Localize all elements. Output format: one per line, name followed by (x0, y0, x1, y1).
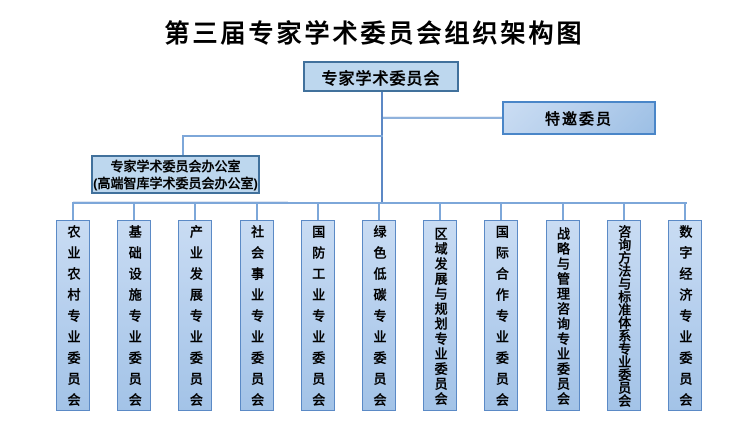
connector-bus (73, 202, 687, 204)
connector-drop (377, 202, 380, 220)
committee-column: 国防工业专业委员会 (300, 202, 335, 414)
node-label: 数字经济专业委员会 (677, 225, 693, 414)
node-label: 国防工业专业委员会 (310, 225, 326, 414)
node-expert-academic-committee: 专家学术委员会 (303, 61, 459, 92)
chart-title: 第三届专家学术委员会组织架构图 (164, 20, 585, 48)
node-committee-industry-development: 产业发展专业委员会 (178, 220, 213, 414)
node-label: 特邀委员 (544, 110, 613, 128)
office-label-line2: (高端智库学术委员会办公室) (93, 175, 258, 191)
connector-drop (316, 202, 319, 220)
connector-drop (133, 202, 136, 220)
connector-branch-special (383, 116, 502, 119)
connector-trunk (381, 92, 383, 203)
node-committee-office: 专家学术委员会办公室 (高端智库学术委员会办公室) (91, 155, 260, 194)
node-committee-strategy-management-consulting: 战略与管理咨询专业委员会 (545, 220, 580, 411)
node-committee-social-programs: 社会事业专业委员会 (239, 220, 274, 414)
node-label: 区域发展与规划专业委员会 (432, 226, 448, 407)
node-committee-international-cooperation: 国际合作专业委员会 (484, 220, 519, 414)
committee-column: 社会事业专业委员会 (239, 202, 274, 414)
connector-office-drop (182, 135, 184, 155)
connector-drop (439, 202, 442, 220)
connector-drop (622, 202, 625, 220)
connector-drop (500, 202, 503, 220)
connector-branch-office (182, 135, 383, 137)
node-label: 基础设施专业委员会 (126, 225, 142, 414)
node-label: 农业农村专业委员会 (65, 225, 81, 414)
node-label: 产业发展专业委员会 (187, 225, 203, 414)
node-specially-invited-members: 特邀委员 (502, 101, 656, 135)
committee-column: 数字经济专业委员会 (667, 202, 702, 414)
committee-column: 国际合作专业委员会 (484, 202, 519, 414)
connector-drop (683, 202, 686, 220)
committee-column: 战略与管理咨询专业委员会 (545, 202, 580, 412)
committee-column: 产业发展专业委员会 (178, 202, 213, 414)
committee-column: 咨询方法与标准体系专业委员会 (606, 202, 641, 412)
node-label: 绿色低碳专业委员会 (371, 225, 387, 414)
node-committee-consulting-methods-standards: 咨询方法与标准体系专业委员会 (606, 220, 641, 411)
node-committee-defense-industry: 国防工业专业委员会 (300, 220, 335, 414)
node-committee-green-low-carbon: 绿色低碳专业委员会 (361, 220, 396, 414)
committee-row: 农业农村专业委员会 基础设施专业委员会 产业发展专业委员会 社会事业专业委员会 … (56, 202, 702, 414)
committee-column: 农业农村专业委员会 (56, 202, 90, 414)
committee-column: 绿色低碳专业委员会 (361, 202, 396, 414)
node-label: 国际合作专业委员会 (493, 225, 509, 414)
connector-drop (72, 202, 74, 220)
committee-column: 区域发展与规划专业委员会 (423, 202, 458, 412)
node-label: 战略与管理咨询专业委员会 (555, 226, 570, 407)
connector-drop (194, 202, 197, 220)
node-committee-infrastructure: 基础设施专业委员会 (117, 220, 152, 414)
node-committee-digital-economy: 数字经济专业委员会 (667, 220, 702, 414)
node-label: 专家学术委员会 (321, 70, 441, 88)
node-committee-regional-development-planning: 区域发展与规划专业委员会 (423, 220, 458, 411)
committee-column: 基础设施专业委员会 (117, 202, 152, 414)
node-label: 咨询方法与标准体系专业委员会 (616, 224, 632, 407)
node-label: 社会事业专业委员会 (249, 225, 265, 414)
node-committee-agriculture-rural: 农业农村专业委员会 (56, 220, 90, 414)
office-label-line1: 专家学术委员会办公室 (110, 158, 241, 174)
connector-drop (561, 202, 564, 220)
connector-bus-highlight (73, 201, 288, 202)
connector-drop (255, 202, 258, 220)
